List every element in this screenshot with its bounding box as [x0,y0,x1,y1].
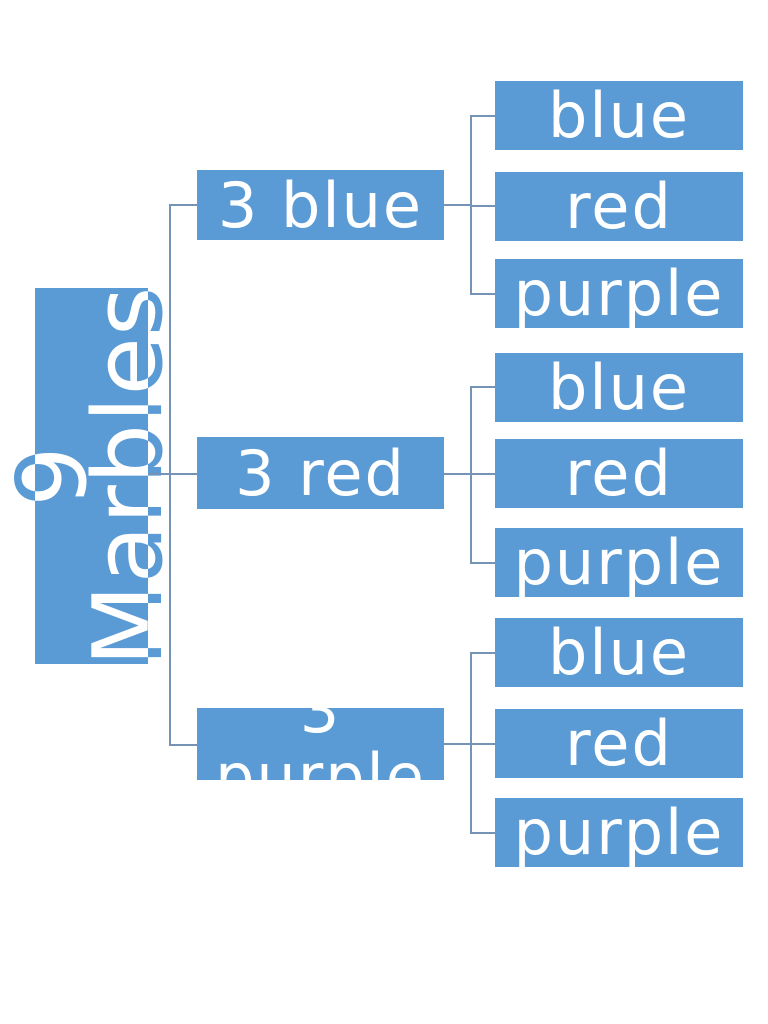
leaf-node-label: red [565,170,673,243]
connector-line [470,562,495,564]
leaf-node-label: blue [547,79,691,152]
connector-line [444,204,471,206]
root-node-box [35,288,148,664]
connector-line [444,743,471,745]
root-node-clip: 9 Marbles [35,288,148,664]
connector-line [148,473,170,475]
leaf-node-label: red [565,707,673,780]
leaf-node-red-group3: red [495,707,743,780]
connector-line [169,204,197,206]
leaf-node-blue-group3: blue [495,616,743,689]
leaf-node-purple-group3: purple [495,796,743,869]
connector-line [169,744,197,746]
branch-node-3-blue: 3 blue [197,168,444,242]
leaf-node-label: blue [547,351,691,424]
branch-node-label: 3 purple [215,708,426,780]
connector-line [470,743,495,745]
leaf-node-blue-group1: blue [495,79,743,152]
leaf-node-purple-group2: purple [495,526,743,599]
leaf-node-label: blue [547,616,691,689]
leaf-node-red-group2: red [495,437,743,510]
leaf-node-label: purple [513,796,725,869]
connector-line [470,387,472,564]
branch-node-3-red: 3 red [197,436,444,510]
connector-line [470,293,495,295]
branch-node-label: 3 blue [217,168,424,242]
leaf-node-purple-group1: purple [495,257,743,330]
branch-node-label: 3 red [235,436,406,510]
connector-line [169,473,197,475]
connector-line [470,473,495,475]
root-node-label: 9 Marbles [35,288,148,664]
connector-line [470,115,495,117]
leaf-node-label: red [565,437,673,510]
leaf-node-red-group1: red [495,170,743,243]
connector-line [470,205,495,207]
leaf-node-label: purple [513,257,725,330]
leaf-node-label: purple [513,526,725,599]
connector-line [470,832,495,834]
connector-line [470,652,495,654]
connector-line [470,386,495,388]
leaf-node-blue-group2: blue [495,351,743,424]
branch-node-3-purple: 3 purple [197,708,444,780]
connector-line [444,473,471,475]
